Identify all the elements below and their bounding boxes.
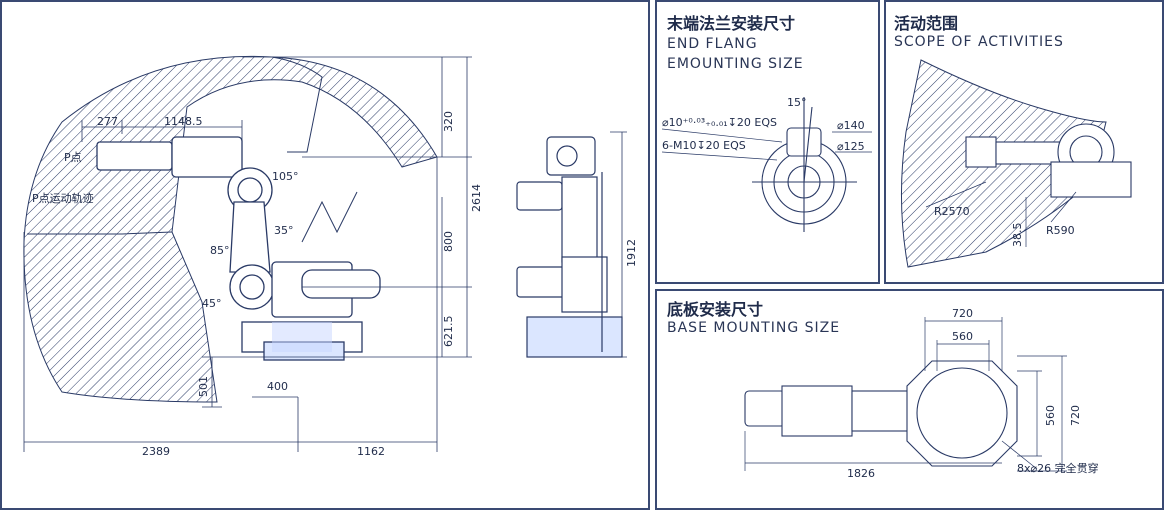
dim-1912: 1912 — [625, 239, 638, 267]
dim-1148-5: 1148.5 — [164, 115, 203, 128]
scope-panel: 活动范围 SCOPE OF ACTIVITIES R2570 38.5 R590 — [884, 0, 1164, 284]
base-diagram: 720 560 560 720 1826 8x⌀26 完全贯穿 — [744, 307, 1099, 480]
angle-35: 35° — [274, 224, 294, 237]
angle-15: 15° — [787, 96, 807, 109]
dim-720-top: 720 — [952, 307, 973, 320]
holes-spec: 8x⌀26 完全贯穿 — [1017, 461, 1099, 475]
scope-diagram: R2570 38.5 R590 — [900, 59, 1132, 268]
p-point-label: P点 — [64, 151, 82, 164]
dim-720-side: 720 — [1069, 405, 1082, 426]
flange-title-en-2: EMOUNTING SIZE — [667, 56, 804, 72]
dim-1162: 1162 — [357, 445, 385, 458]
dia-140: ⌀140 — [837, 119, 865, 132]
p-trajectory-label: P点运动轨迹 — [32, 191, 94, 205]
dim-2389: 2389 — [142, 445, 170, 458]
base-title-cn: 底板安装尺寸 — [667, 300, 764, 319]
work-envelope — [23, 55, 438, 403]
angle-45: 45° — [202, 297, 222, 310]
flange-title-cn: 末端法兰安装尺寸 — [667, 14, 796, 33]
robot-side-view — [96, 136, 381, 361]
dim-800: 800 — [442, 231, 455, 252]
dim-2614: 2614 — [470, 184, 483, 212]
radius-590: R590 — [1046, 224, 1075, 237]
base-panel: 底板安装尺寸 BASE MOUNTING SIZE 720 — [655, 289, 1164, 510]
dim-400: 400 — [267, 380, 288, 393]
flange-diagram: ⌀10⁺⁰·⁰³₊₀.₀₁↧20 EQS 6-M10↧20 EQS 15° ⌀1… — [661, 96, 872, 232]
robot-range-diagram: 277 1148.5 320 2614 800 621.5 501 400 23… — [23, 55, 638, 458]
dim-38-5: 38.5 — [1011, 223, 1024, 248]
thread-spec: 6-M10↧20 EQS — [662, 139, 746, 152]
flange-title-en-1: END FLANG — [667, 36, 758, 52]
dim-560-side: 560 — [1044, 405, 1057, 426]
dim-320: 320 — [442, 111, 455, 132]
angle-105: 105° — [272, 170, 299, 183]
angle-85: 85° — [210, 244, 230, 257]
radius-2570: R2570 — [934, 205, 970, 218]
dim-277: 277 — [97, 115, 118, 128]
scope-title-cn: 活动范围 — [894, 14, 959, 33]
dim-621-5: 621.5 — [442, 316, 455, 348]
dim-560-top: 560 — [952, 330, 973, 343]
scope-title-en: SCOPE OF ACTIVITIES — [894, 34, 1064, 50]
flange-panel: 末端法兰安装尺寸 END FLANG EMOUNTING SIZE ⌀10⁺⁰·… — [655, 0, 880, 284]
main-drawing-panel: 277 1148.5 320 2614 800 621.5 501 400 23… — [0, 0, 650, 510]
dim-501: 501 — [197, 376, 210, 397]
robot-front-view — [516, 136, 623, 358]
dim-1826: 1826 — [847, 467, 875, 480]
base-title-en: BASE MOUNTING SIZE — [667, 320, 841, 336]
dia-125: ⌀125 — [837, 140, 865, 153]
hole-spec: ⌀10⁺⁰·⁰³₊₀.₀₁↧20 EQS — [662, 116, 777, 129]
